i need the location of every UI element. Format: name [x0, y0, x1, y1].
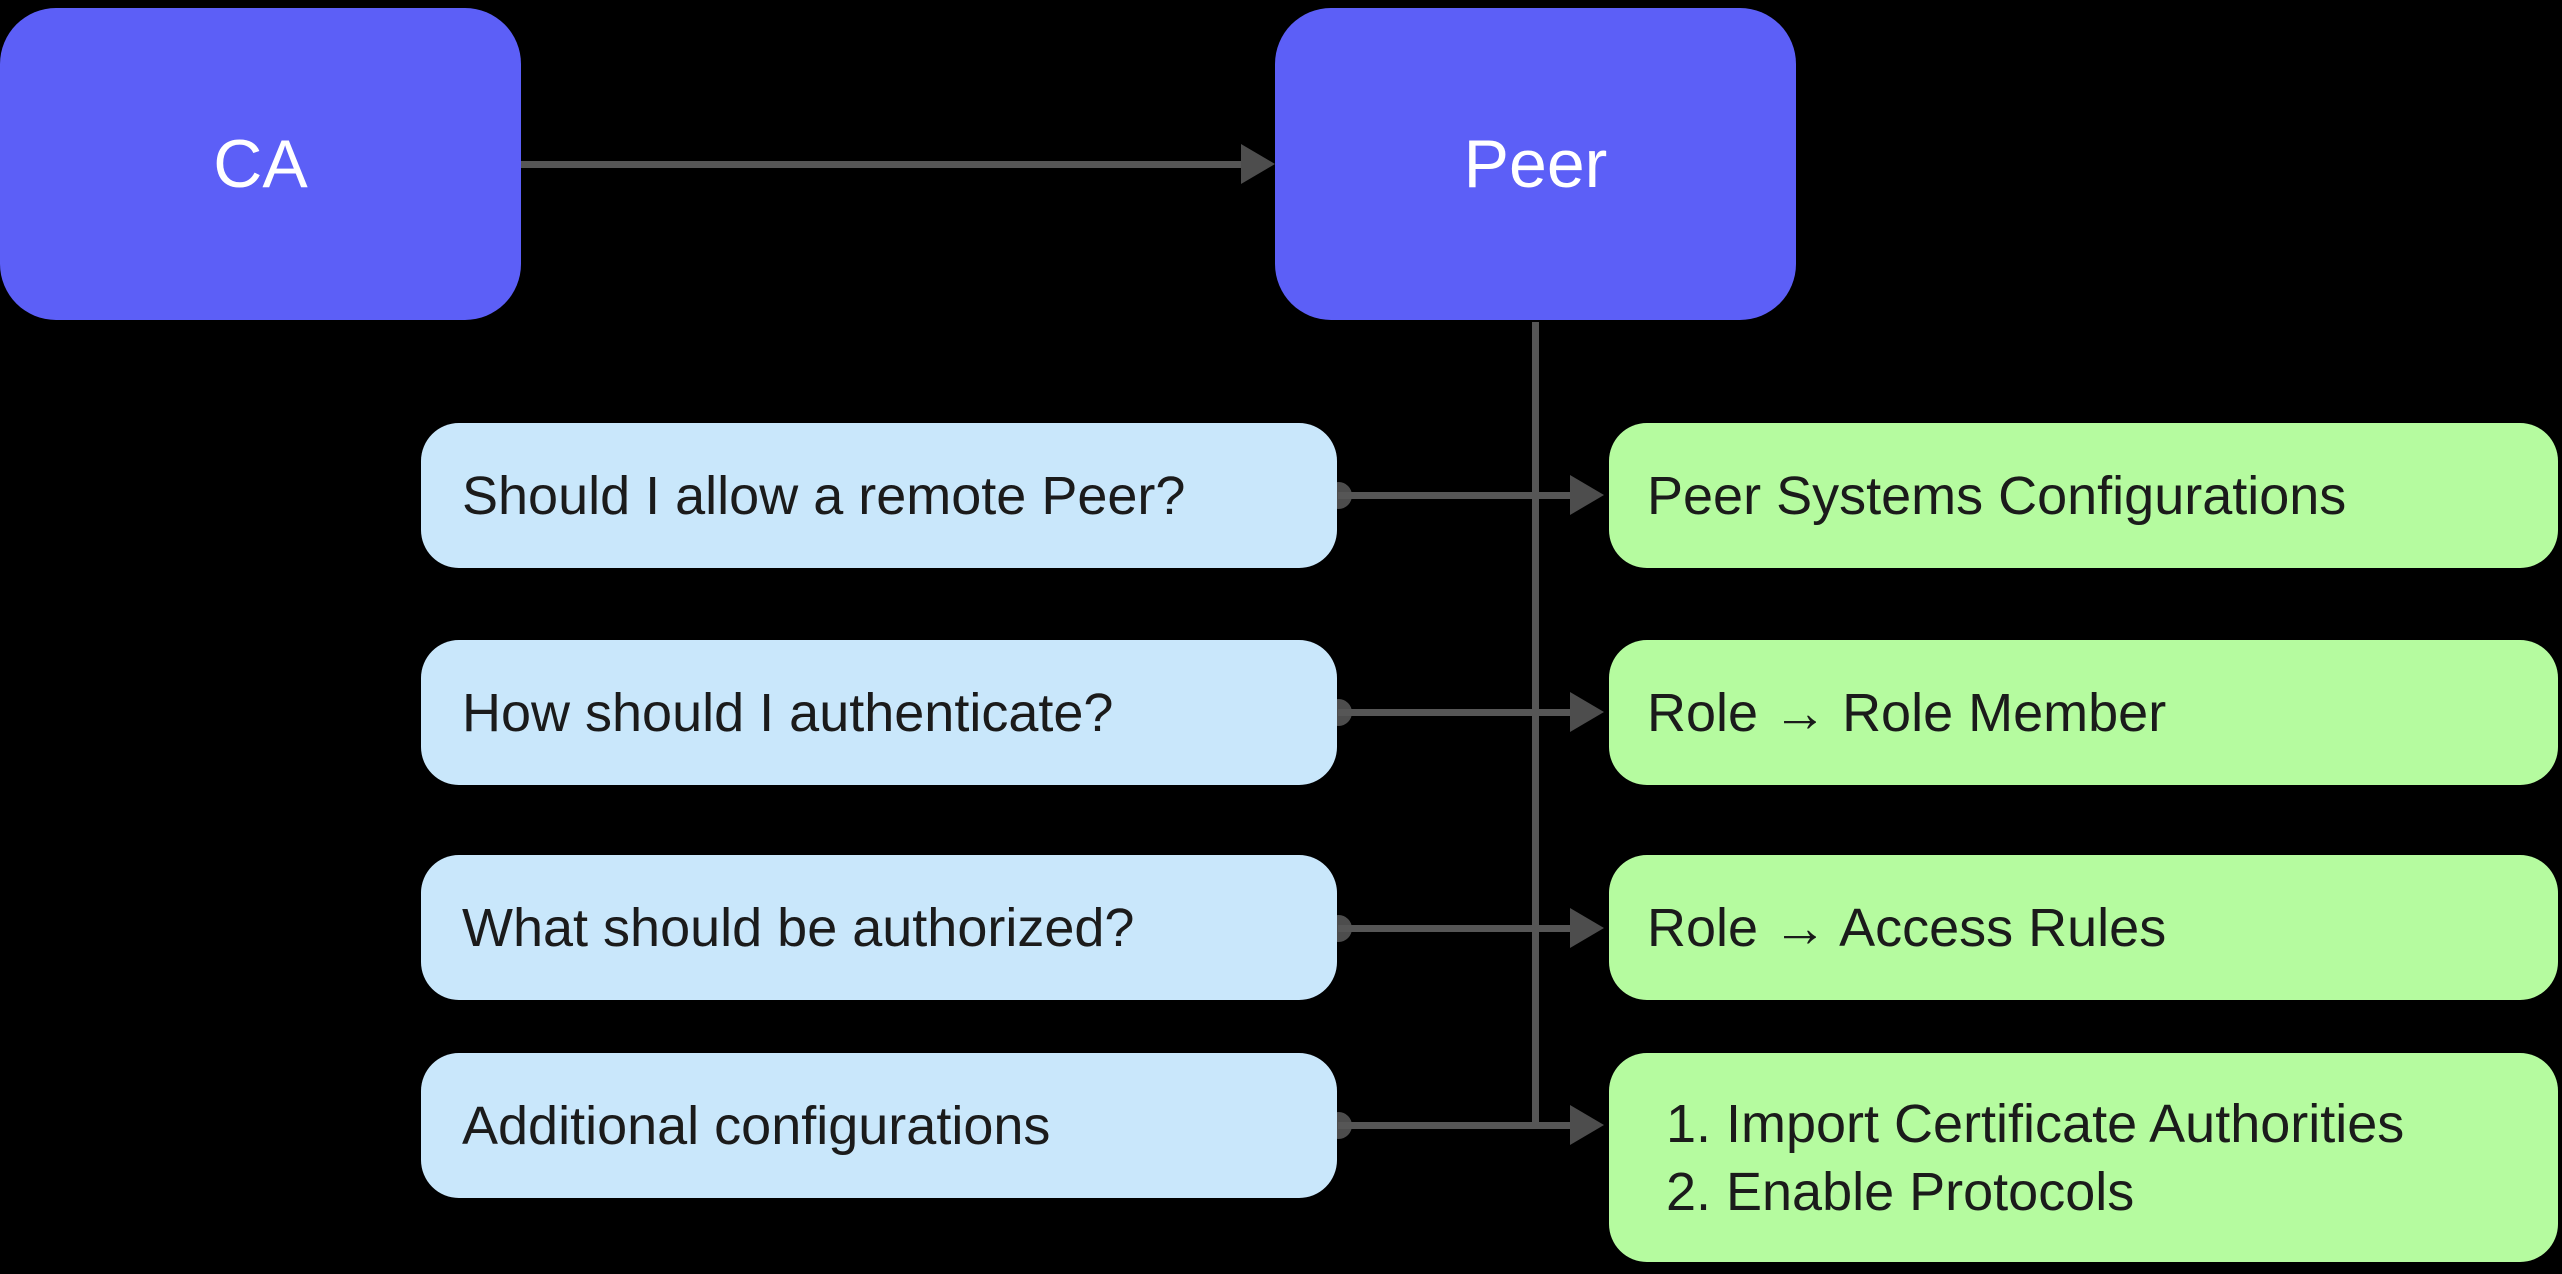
question-label: Should I allow a remote Peer?: [462, 465, 1186, 526]
answer-label: Role → Role Member: [1647, 682, 2167, 743]
answer-label: Role → Access Rules: [1647, 897, 2167, 958]
ca-node-label: CA: [213, 126, 308, 202]
connector-line: [1338, 925, 1570, 932]
connector-arrowhead-icon: [1570, 475, 1604, 515]
question-label: What should be authorized?: [462, 897, 1135, 958]
answer-box-access-rules: Role → Access Rules: [1609, 855, 2558, 1000]
question-box-authorized: What should be authorized?: [421, 855, 1337, 1000]
answer-step-item: Enable Protocols: [1726, 1158, 2404, 1226]
answer-step-item: Import Certificate Authorities: [1726, 1090, 2404, 1158]
peer-node: Peer: [1275, 8, 1796, 320]
answer-label: Peer Systems Configurations: [1647, 465, 2347, 526]
answer-box-additional-steps: Import Certificate Authorities Enable Pr…: [1609, 1053, 2558, 1262]
answer-box-peer-systems-configurations: Peer Systems Configurations: [1609, 423, 2558, 568]
ca-node: CA: [0, 8, 521, 320]
peer-trunk-line: [1532, 322, 1539, 1128]
question-box-authenticate: How should I authenticate?: [421, 640, 1337, 785]
connector-arrowhead-icon: [1570, 908, 1604, 948]
ca-to-peer-line: [521, 161, 1241, 168]
answer-steps-list: Import Certificate Authorities Enable Pr…: [1609, 1090, 2404, 1226]
question-box-additional-configurations: Additional configurations: [421, 1053, 1337, 1198]
connector-arrowhead-icon: [1570, 1105, 1604, 1145]
connector-line: [1338, 709, 1570, 716]
question-label: Additional configurations: [462, 1095, 1051, 1156]
connector-line: [1338, 492, 1570, 499]
question-label: How should I authenticate?: [462, 682, 1114, 743]
answer-box-role-member: Role → Role Member: [1609, 640, 2558, 785]
question-box-allow-remote-peer: Should I allow a remote Peer?: [421, 423, 1337, 568]
connector-line: [1338, 1122, 1570, 1129]
peer-node-label: Peer: [1463, 126, 1608, 202]
connector-arrowhead-icon: [1570, 692, 1604, 732]
ca-to-peer-arrowhead-icon: [1241, 144, 1275, 184]
